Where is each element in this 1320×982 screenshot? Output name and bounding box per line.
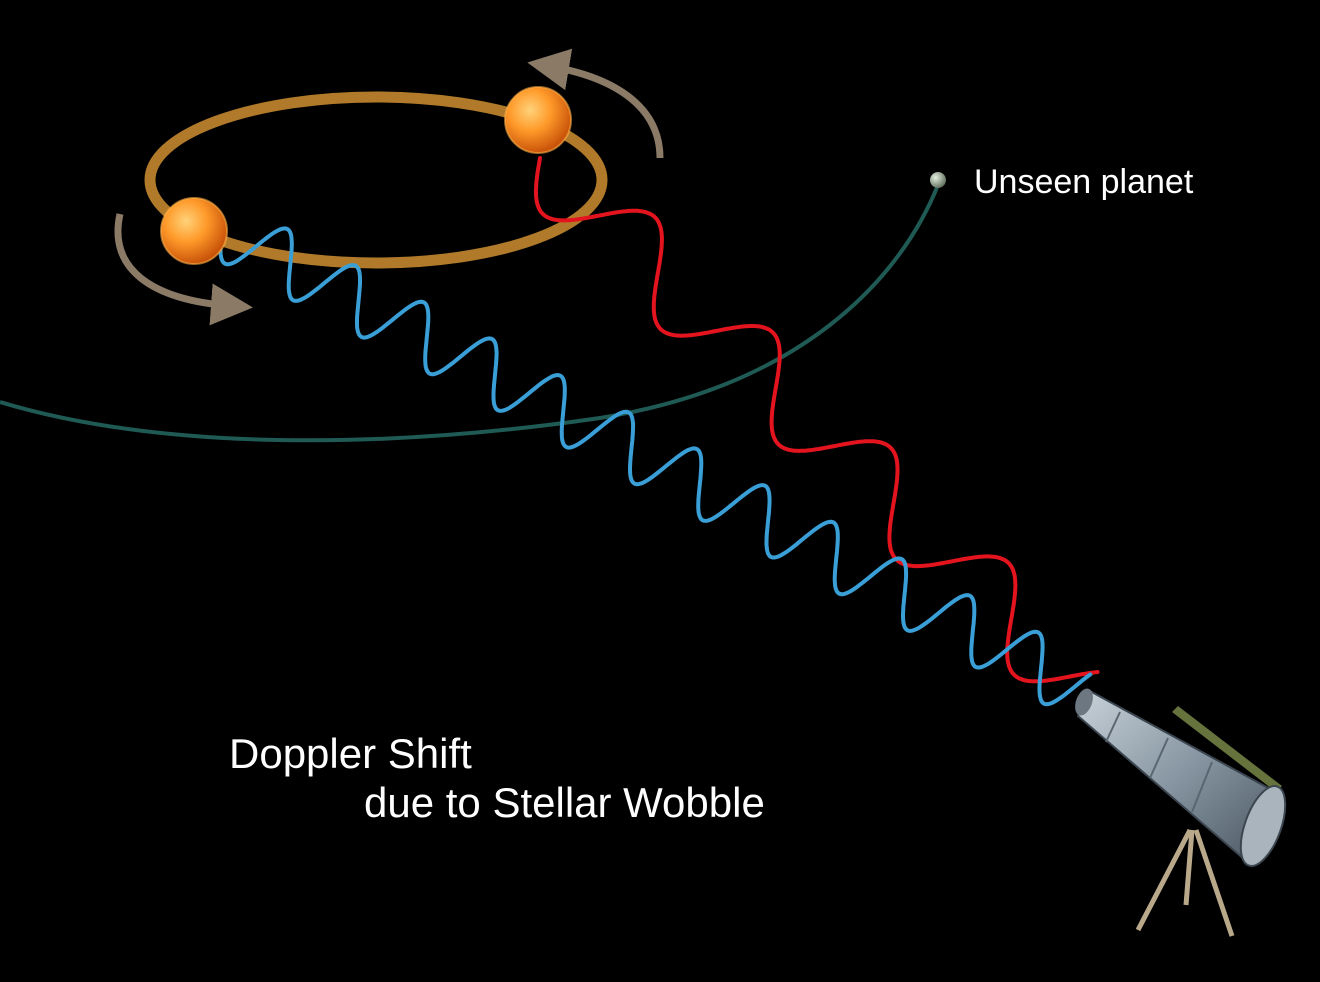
planet-label: Unseen planet [974, 163, 1194, 201]
star-orbit [144, 91, 608, 269]
diagram-title-line2: due to Stellar Wobble [364, 779, 765, 826]
redshift-wave [533, 156, 1100, 684]
star-upper [504, 86, 572, 154]
planet-orbit [0, 184, 940, 443]
telescope-icon [1075, 688, 1287, 937]
diagram-title-line1: Doppler Shift [229, 730, 472, 777]
star-lower [160, 197, 228, 265]
planet-icon [930, 172, 946, 188]
star-motion-arrow-upper [527, 48, 664, 159]
blueshift-wave [218, 226, 1093, 707]
star-motion-arrow-lower [114, 213, 253, 326]
